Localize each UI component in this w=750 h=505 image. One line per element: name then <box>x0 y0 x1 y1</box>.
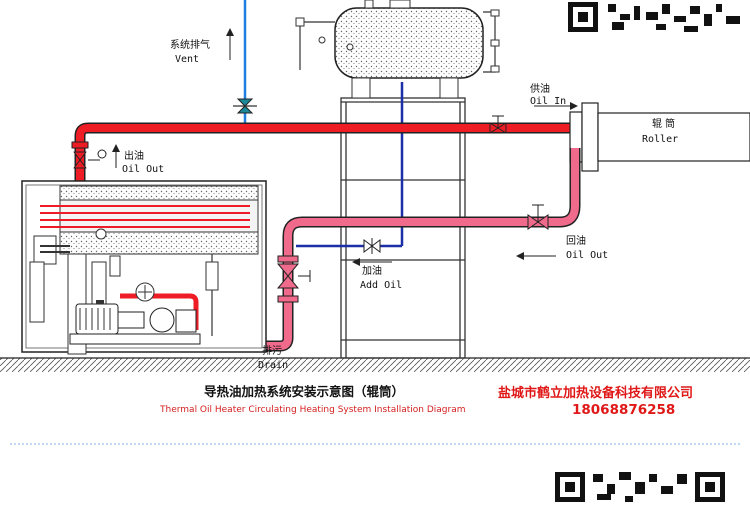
qr-code-top <box>568 2 746 34</box>
heater-unit <box>21 180 267 355</box>
drain-label-cn: 排污 <box>262 344 282 357</box>
return-label-cn: 回油 <box>566 234 586 247</box>
oil-out-top-label-en: Oil Out <box>122 164 164 175</box>
company-phone: 18068876258 <box>572 402 675 418</box>
add-oil-pipe <box>296 82 404 254</box>
diagram-title-cn: 导热油加热系统安装示意图（辊筒） <box>204 384 404 399</box>
ground <box>0 357 750 372</box>
return-arrow-head <box>516 252 524 260</box>
oil-out-top-label-cn: 出油 <box>124 149 144 162</box>
add-oil-arrow-head <box>352 258 360 266</box>
supply-pipe <box>71 115 570 186</box>
oil-in-label-cn: 供油 <box>530 82 550 95</box>
roller-label-cn: 辊 筒 <box>652 117 675 130</box>
return-pipe <box>258 148 581 352</box>
drain-label-en: Drain <box>258 360 288 371</box>
oil-out-arrow-head <box>112 144 120 152</box>
roller <box>569 102 750 172</box>
expansion-tank <box>295 0 500 99</box>
qr-code-bottom <box>555 468 730 505</box>
oil-in-label-en: Oil In <box>530 96 566 107</box>
vent-label-en: Vent <box>175 54 199 65</box>
add-oil-label-cn: 加油 <box>362 264 382 277</box>
diagram-title-en: Thermal Oil Heater Circulating Heating S… <box>159 405 465 415</box>
vent-arrow-head <box>226 28 234 36</box>
add-oil-label-en: Add Oil <box>360 280 402 291</box>
company-name: 盐城市鹤立加热设备科技有限公司 <box>498 385 693 401</box>
vent-label-cn: 系统排气 <box>170 38 210 51</box>
return-label-en: Oil Out <box>566 250 608 261</box>
vent-pipe <box>233 0 257 125</box>
oil-in-arrow-head <box>570 102 578 110</box>
roller-label-en: Roller <box>642 134 678 145</box>
